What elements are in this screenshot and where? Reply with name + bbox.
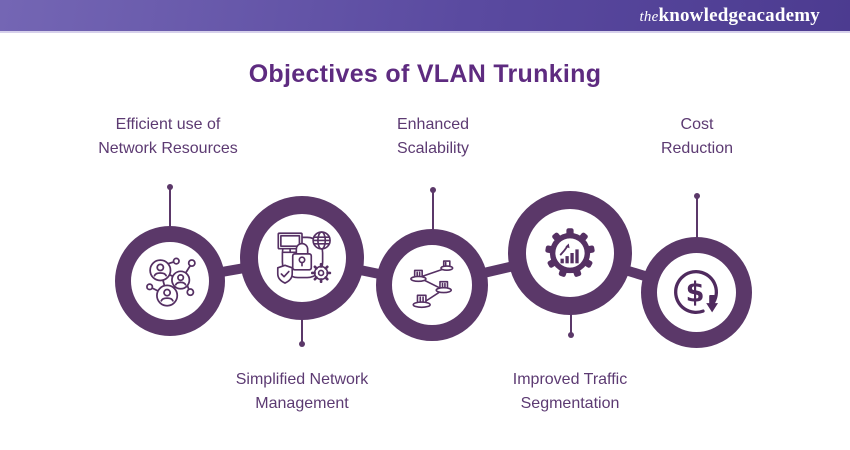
item-label-enhanced-scalability: Enhanced Scalability [396, 116, 470, 157]
label-stem [301, 319, 303, 343]
logo-knowledge: knowledge [658, 4, 747, 26]
connected-nodes-icon [410, 260, 454, 309]
item-label-simplified-management: Simplified Network Management [235, 371, 369, 412]
stem-dot [568, 332, 574, 338]
brand-logo: theknowledgeacademy [640, 5, 820, 27]
stem-dot [167, 184, 173, 190]
objective-circle-cost-reduction: $ [641, 237, 752, 348]
label-stem [696, 196, 698, 238]
dollar-reduction-icon: $ [673, 269, 718, 314]
objective-circle-simplified-management [240, 196, 364, 320]
gear-growth-chart-icon [545, 228, 595, 277]
objective-circle-network-resources [115, 226, 225, 336]
stem-dot [694, 193, 700, 199]
logo-the: the [639, 8, 659, 25]
header-bar: theknowledgeacademy [0, 0, 850, 33]
item-label-efficient-use: Efficient use of Network Resources [98, 116, 238, 157]
svg-text:$: $ [685, 277, 704, 308]
label-stem [432, 190, 434, 230]
item-label-cost-reduction: Cost Reduction [660, 116, 734, 157]
label-stem [169, 187, 171, 227]
secure-network-management-icon [276, 231, 332, 284]
people-network-icon [146, 257, 196, 307]
item-label-improved-segmentation: Improved Traffic Segmentation [512, 371, 628, 412]
objective-circle-enhanced-scalability [376, 229, 488, 341]
page-title: Objectives of VLAN Trunking [248, 60, 602, 88]
label-stem [570, 314, 572, 334]
objective-circle-traffic-segmentation [508, 191, 632, 315]
stem-dot [430, 187, 436, 193]
stem-dot [299, 341, 305, 347]
logo-academy: academy [746, 4, 820, 26]
